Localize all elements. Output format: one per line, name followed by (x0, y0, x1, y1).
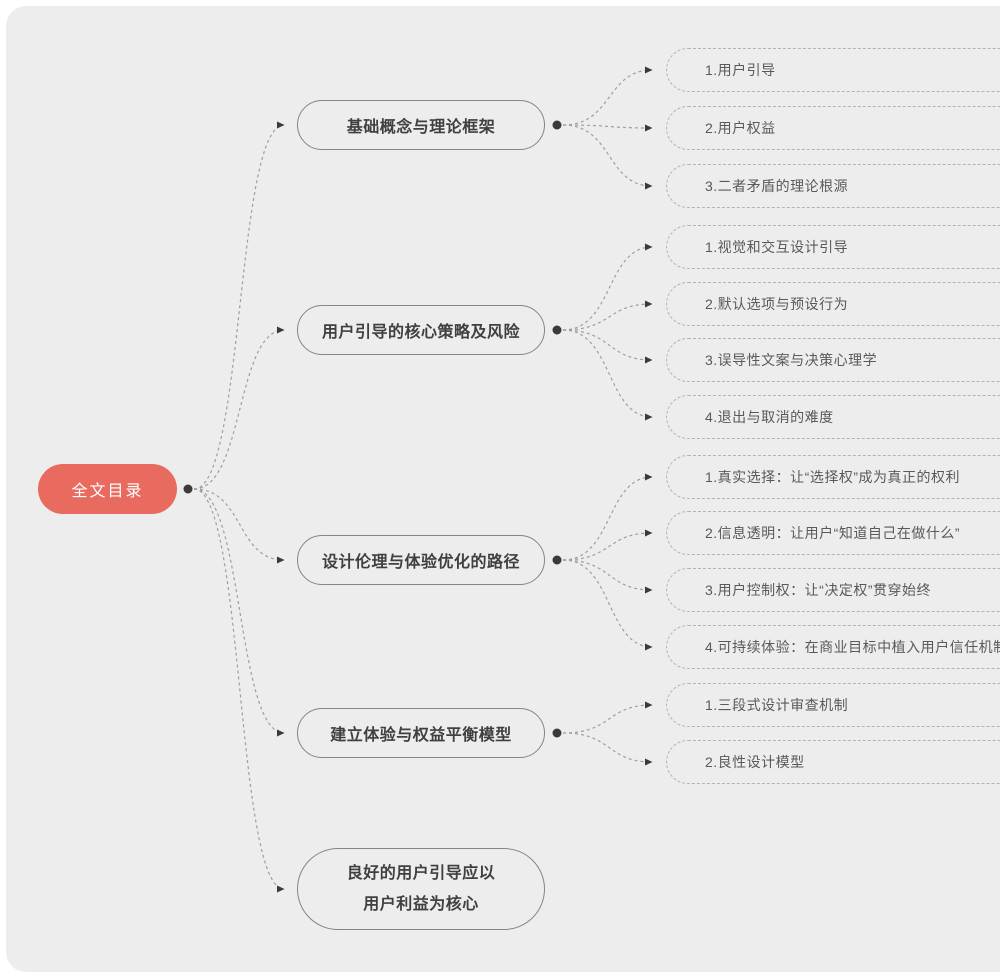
root-node[interactable]: 全文目录 (38, 464, 177, 514)
leaf-node-1-2[interactable]: 2.用户权益 (666, 106, 1000, 150)
leaf-node-2-4[interactable]: 4.退出与取消的难度 (666, 395, 1000, 439)
leaf-node-2-3[interactable]: 3.误导性文案与决策心理学 (666, 338, 1000, 382)
leaf-node-1-3[interactable]: 3.二者矛盾的理论根源 (666, 164, 1000, 208)
leaf-node-3-3[interactable]: 3.用户控制权：让“决定权”贯穿始终 (666, 568, 1000, 612)
leaf-node-2-1[interactable]: 1.视觉和交互设计引导 (666, 225, 1000, 269)
branch-node-5[interactable]: 良好的用户引导应以 用户利益为核心 (297, 848, 545, 930)
leaf-node-4-2[interactable]: 2.良性设计模型 (666, 740, 1000, 784)
leaf-node-4-1[interactable]: 1.三段式设计审查机制 (666, 683, 1000, 727)
branch-node-5-line1: 良好的用户引导应以 (346, 864, 496, 882)
branch-node-3[interactable]: 设计伦理与体验优化的路径 (297, 535, 545, 585)
branch-node-5-line2: 用户利益为核心 (363, 896, 479, 913)
branch-node-1[interactable]: 基础概念与理论框架 (297, 100, 545, 150)
leaf-node-2-2[interactable]: 2.默认选项与预设行为 (666, 282, 1000, 326)
leaf-node-3-1[interactable]: 1.真实选择：让“选择权”成为真正的权利 (666, 455, 1000, 499)
leaf-node-3-4[interactable]: 4.可持续体验：在商业目标中植入用户信任机制 (666, 625, 1000, 669)
branch-node-4[interactable]: 建立体验与权益平衡模型 (297, 708, 545, 758)
leaf-node-3-2[interactable]: 2.信息透明：让用户“知道自己在做什么” (666, 511, 1000, 555)
branch-node-2[interactable]: 用户引导的核心策略及风险 (297, 305, 545, 355)
leaf-node-1-1[interactable]: 1.用户引导 (666, 48, 1000, 92)
